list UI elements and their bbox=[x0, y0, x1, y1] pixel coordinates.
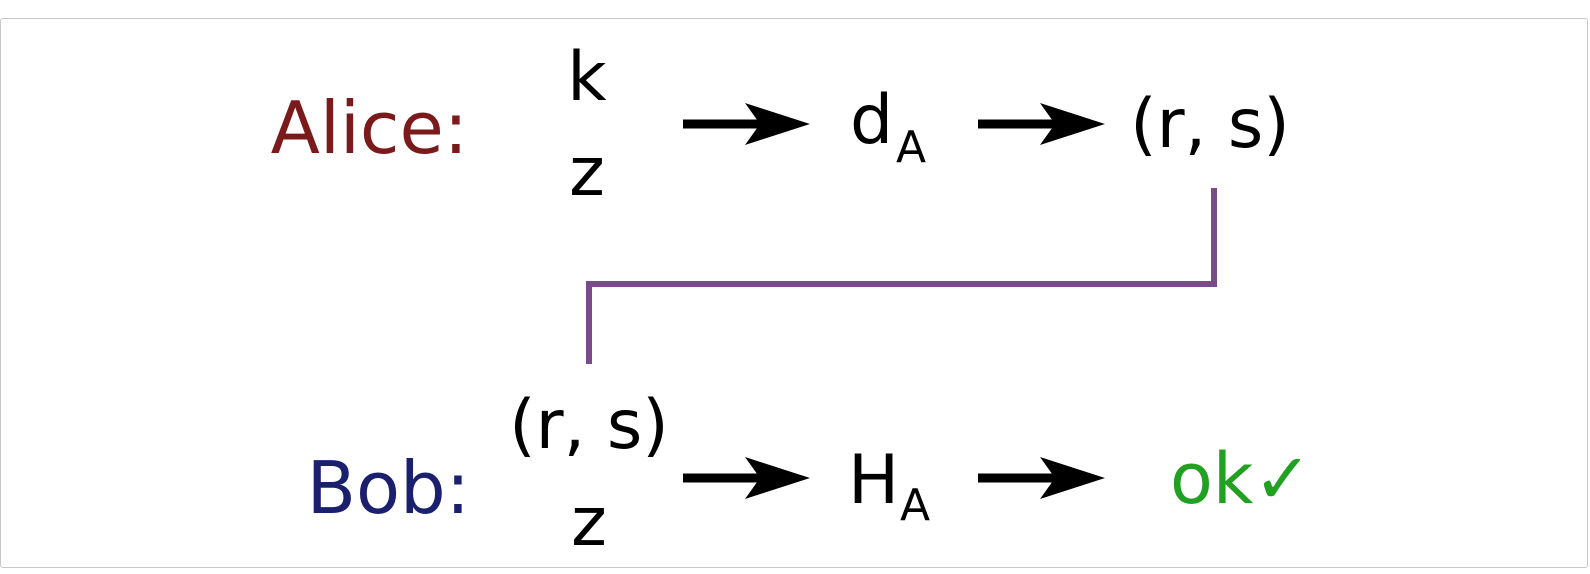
bob-key-base: H bbox=[848, 441, 899, 520]
alice-label: Alice: bbox=[271, 86, 468, 170]
bob-public-key: H A bbox=[848, 441, 930, 531]
bob-input-signature: (r, s) bbox=[509, 386, 669, 465]
bob-arrow-1 bbox=[683, 457, 810, 499]
bob-key-sub: A bbox=[900, 480, 930, 531]
bob-arrow-2 bbox=[978, 457, 1105, 499]
alice-arrow-1 bbox=[683, 103, 810, 145]
alice-input-k: k bbox=[567, 38, 607, 117]
bob-input-z: z bbox=[571, 483, 607, 562]
bob-label: Bob: bbox=[307, 446, 470, 530]
alice-input-z: z bbox=[569, 133, 605, 212]
alice-key-base: d bbox=[850, 81, 893, 160]
alice-signature-output: (r, s) bbox=[1130, 85, 1290, 164]
bob-verification-result: ok✓ bbox=[1170, 438, 1312, 520]
signature-transfer-connector bbox=[586, 188, 1217, 364]
alice-key-sub: A bbox=[896, 122, 926, 173]
alice-private-key: d A bbox=[850, 81, 926, 173]
alice-arrow-2 bbox=[978, 103, 1105, 145]
